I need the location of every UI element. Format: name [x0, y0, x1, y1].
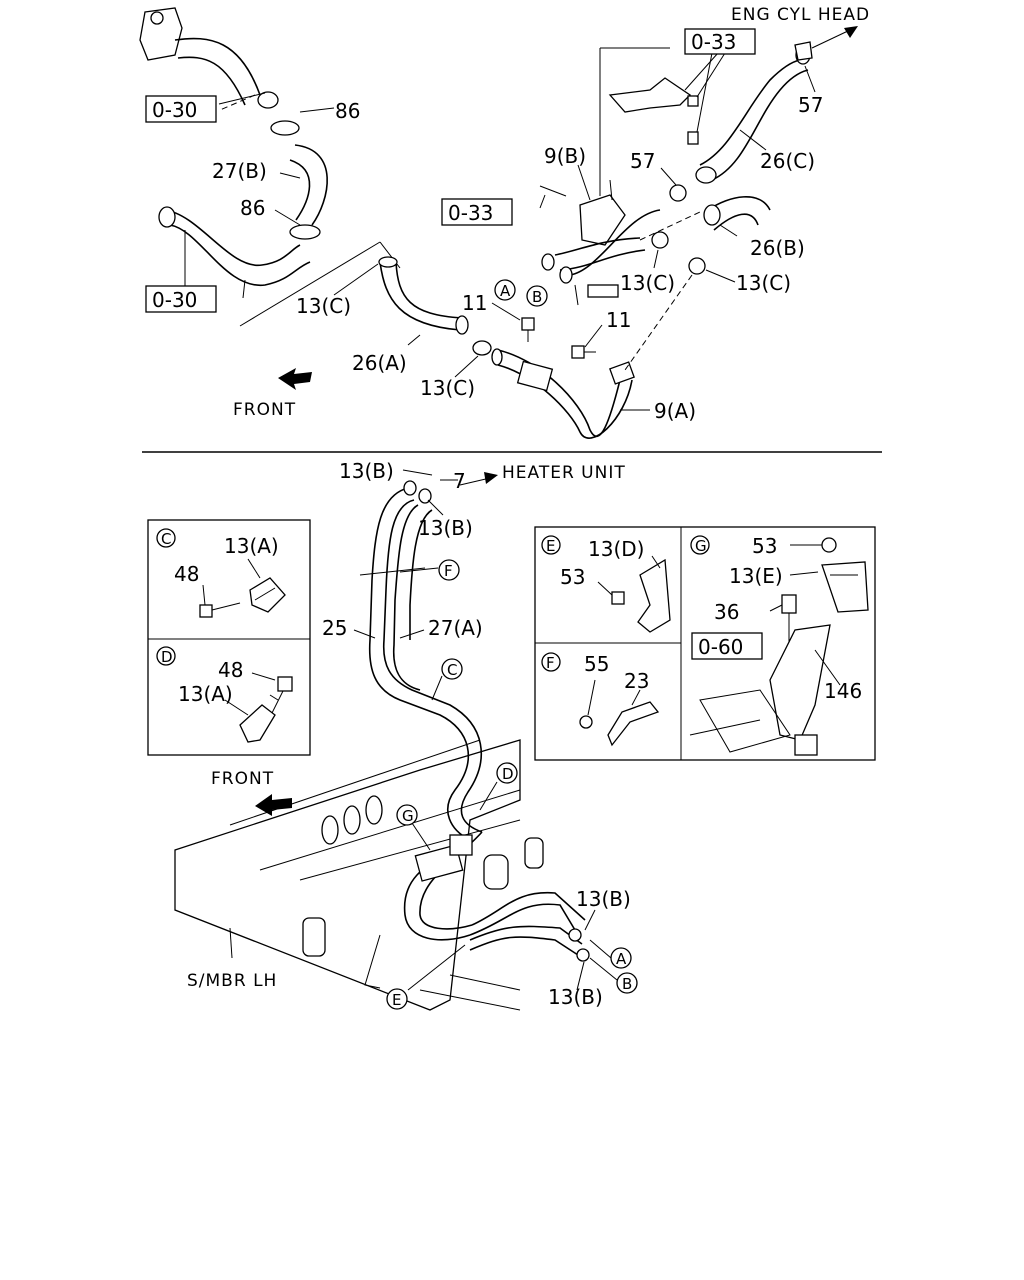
callout-13b-bottom: 13(B) — [548, 985, 603, 1009]
detail-d-part-13a: 13(A) — [178, 682, 233, 706]
marker-e: E — [392, 991, 401, 1009]
detail-e-letter: E — [546, 537, 555, 555]
marker-b-top: B — [532, 288, 542, 306]
detail-c-part-13a: 13(A) — [224, 534, 279, 558]
callout-9a: 9(A) — [654, 399, 696, 423]
detail-g-part-36: 36 — [714, 600, 739, 624]
callout-13b-second: 13(B) — [418, 516, 473, 540]
detail-f-part-55: 55 — [584, 652, 609, 676]
detail-g-letter: G — [695, 537, 707, 555]
callout-26b: 26(B) — [750, 236, 805, 260]
detail-f-letter: F — [546, 654, 555, 672]
callout-11-lower: 11 — [606, 308, 631, 332]
callout-13c-lower: 13(C) — [420, 376, 475, 400]
detail-e-part-13d: 13(D) — [588, 537, 644, 561]
callout-13c-right: 13(C) — [736, 271, 791, 295]
front-label-bottom: FRONT — [211, 769, 274, 789]
callout-9b: 9(B) — [544, 144, 586, 168]
callout-86-lower: 86 — [240, 196, 265, 220]
detail-c-letter: C — [161, 530, 171, 548]
ref-0-33-lower: 0-33 — [448, 201, 493, 225]
callout-57-upper: 57 — [798, 93, 823, 117]
callout-57-middle: 57 — [630, 149, 655, 173]
detail-d-letter: D — [161, 648, 173, 666]
front-arrow-bottom — [255, 794, 292, 816]
detail-c-part-48: 48 — [174, 562, 199, 586]
callout-26a: 26(A) — [352, 351, 407, 375]
marker-g: G — [402, 807, 414, 825]
heater-pipe-assembly — [174, 469, 638, 1011]
detail-g-part-13e: 13(E) — [729, 564, 783, 588]
ref-0-33-upper: 0-33 — [691, 30, 736, 54]
callout-25: 25 — [322, 616, 347, 640]
front-label-top: FRONT — [233, 400, 296, 420]
callout-27a: 27(A) — [428, 616, 483, 640]
callout-13c-left: 13(C) — [296, 294, 351, 318]
engine-hose-assembly — [139, 7, 858, 439]
marker-a-bottom: A — [616, 950, 627, 968]
marker-b-bottom: B — [622, 975, 632, 993]
detail-d-part-48: 48 — [218, 658, 243, 682]
marker-f: F — [444, 562, 453, 580]
detail-box-c-d — [147, 519, 311, 756]
front-arrow-top — [278, 368, 312, 390]
marker-a-top: A — [500, 282, 511, 300]
callout-13b-top: 13(B) — [339, 459, 394, 483]
destination-heater-unit: HEATER UNIT — [502, 463, 626, 483]
ref-0-30-lower: 0-30 — [152, 288, 197, 312]
marker-d: D — [502, 765, 514, 783]
callout-13c-center: 13(C) — [620, 271, 675, 295]
callout-27b: 27(B) — [212, 159, 267, 183]
detail-f-part-23: 23 — [624, 669, 649, 693]
ref-0-60: 0-60 — [698, 635, 743, 659]
detail-g-part-146: 146 — [824, 679, 862, 703]
callout-13b-right: 13(B) — [576, 887, 631, 911]
callout-86-upper: 86 — [335, 99, 360, 123]
detail-g-part-53: 53 — [752, 534, 777, 558]
marker-c: C — [447, 661, 457, 679]
detail-e-part-53: 53 — [560, 565, 585, 589]
callout-7: 7 — [453, 469, 466, 493]
destination-eng-cyl-head: ENG CYL HEAD — [731, 5, 870, 25]
ref-0-30-upper: 0-30 — [152, 98, 197, 122]
callout-11-upper: 11 — [462, 291, 487, 315]
side-member-label: S/MBR LH — [187, 971, 277, 991]
callout-26c: 26(C) — [760, 149, 815, 173]
